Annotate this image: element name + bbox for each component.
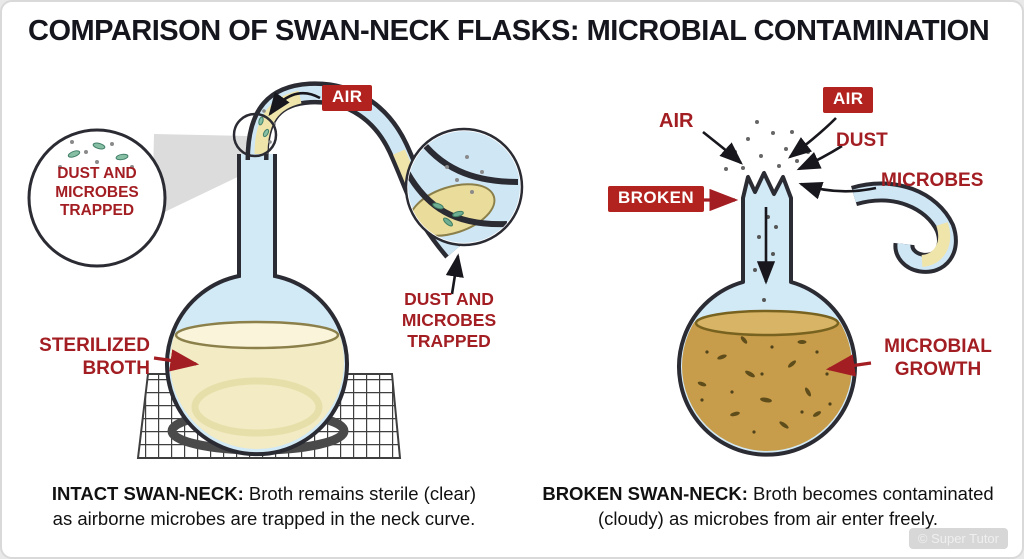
air-arrow-left [268,91,321,117]
magnifier-beam [152,134,248,218]
neck-inset-circle [404,127,524,247]
intact-caption-line2: as airborne microbes are trapped in the … [52,507,476,529]
dust-cloud [724,120,810,171]
broken-caption: BROKEN SWAN-NECK: Broth becomes contamin… [526,482,1010,532]
magnifier-circle [27,128,167,268]
broken-badge-label: BROKEN [608,186,705,212]
air-badge-right: AIR [823,87,874,113]
watermark: © Super Tutor [908,528,1008,549]
intact-caption: INTACT SWAN-NECK: Broth remains sterile … [22,482,506,532]
detached-neck-piece [850,181,958,274]
broken-caption-heading: BROKEN SWAN-NECK: [542,483,748,504]
broken-caption-line1: Broth becomes contaminated [747,483,994,504]
dust-arrow [796,144,843,171]
zoom-target-circle [232,112,278,158]
magnifier-label: DUST AND MICROBES TRAPPED [55,165,139,220]
intact-flask-group [27,81,524,459]
falling-particles [753,215,778,302]
dust-label: DUST [836,130,888,151]
air-badge-right-label: AIR [823,87,874,113]
broken-flask-group [677,117,958,457]
trapped-arrow [445,253,464,295]
page-title: COMPARISON OF SWAN-NECK FLASKS: MICROBIA… [28,15,990,47]
intact-caption-heading: INTACT SWAN-NECK: [51,483,244,504]
air-arrow-right-1 [702,130,743,165]
microbes-arrow [798,181,877,200]
broken-caption-line2: (cloudy) as microbes from air enter free… [598,507,938,529]
microbial-growth-label: MICROBIAL GROWTH [884,336,992,380]
sterilized-broth-arrow [153,349,200,372]
air-badge-left-label: AIR [322,85,373,111]
intact-caption-line1: Broth remains sterile (clear) [243,483,477,504]
air-arrow-right-2 [787,117,837,159]
air-label-right: AIR [659,110,694,132]
air-badge-left: AIR [322,85,373,111]
microbes-label: MICROBES [881,170,984,191]
sterilized-broth-label: STERILIZED BROTH [39,335,150,379]
trapped-label: DUST AND MICROBES TRAPPED [401,289,497,351]
contaminated-broth [682,309,852,451]
microbial-growth-arrow [825,354,872,377]
broken-badge: BROKEN [608,186,705,212]
